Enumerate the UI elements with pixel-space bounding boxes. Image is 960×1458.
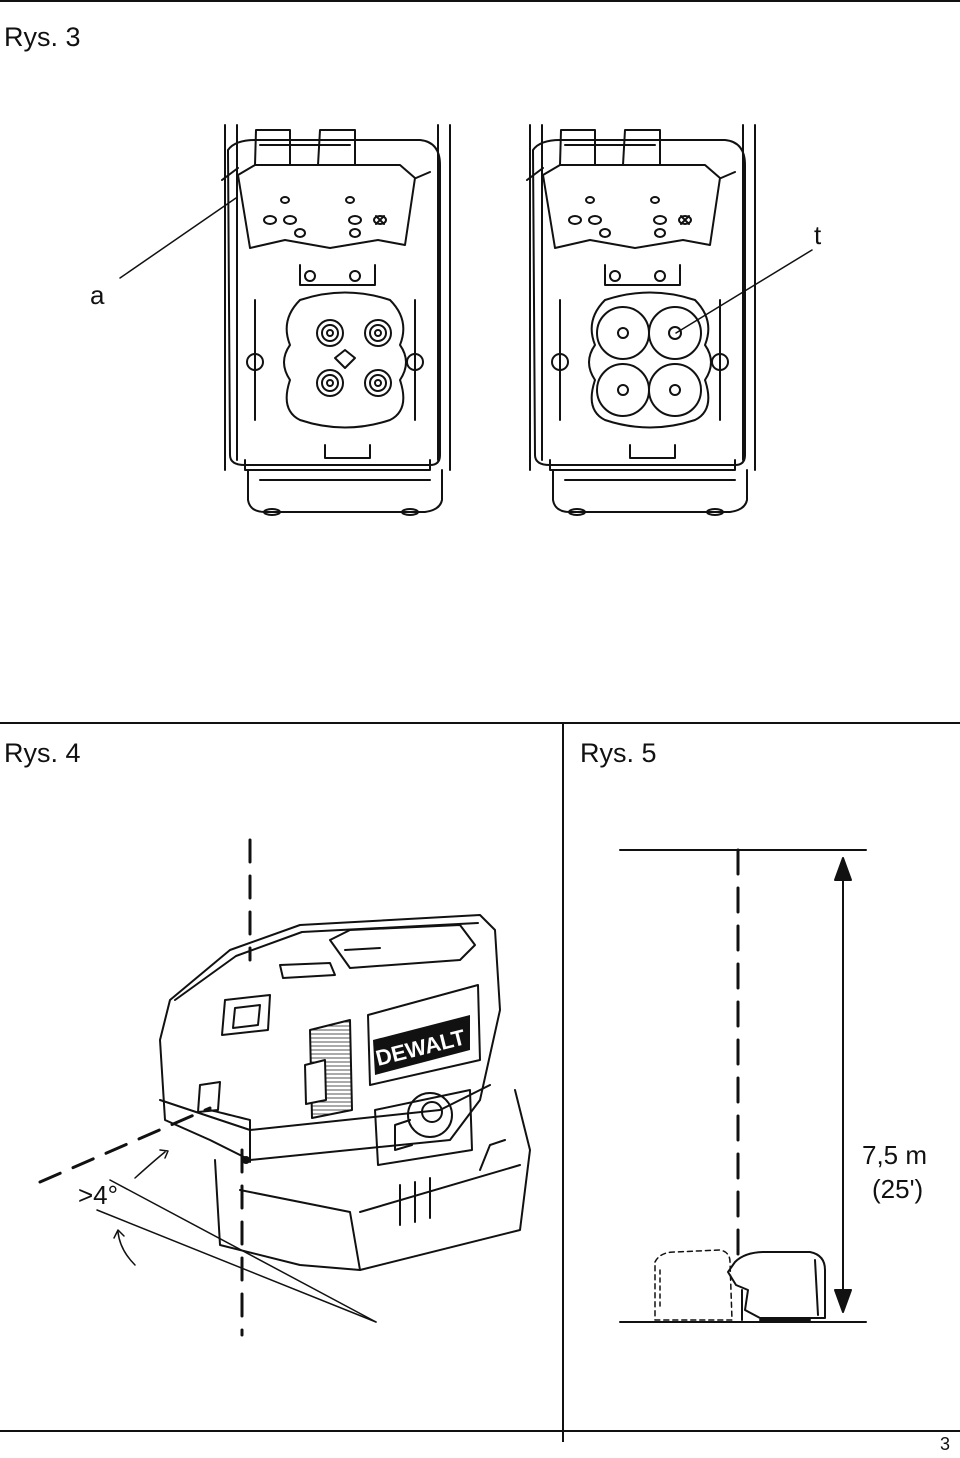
callout-t-leader	[675, 249, 813, 334]
distance-diagram	[619, 848, 867, 1323]
figure-4-title: Rys. 4	[4, 738, 81, 768]
callout-a-label: a	[90, 280, 105, 310]
figure-5-title: Rys. 5	[580, 738, 657, 768]
laser-level-device	[38, 838, 531, 1337]
angle-label: >4°	[78, 1180, 119, 1210]
battery-compartment-springs	[221, 124, 451, 516]
top-rule	[0, 0, 960, 2]
callout-t-label: t	[814, 220, 822, 250]
distance-metric-label: 7,5 m	[862, 1140, 928, 1170]
bottom-rule	[0, 1430, 960, 1432]
middle-rule	[0, 722, 960, 724]
column-divider	[562, 722, 564, 1442]
battery-compartment-batteries	[526, 124, 756, 516]
page-number: 3	[940, 1434, 951, 1454]
figure-3-title: Rys. 3	[4, 22, 81, 52]
callout-a-leader	[119, 197, 237, 279]
distance-imperial-label: (25')	[872, 1174, 924, 1204]
